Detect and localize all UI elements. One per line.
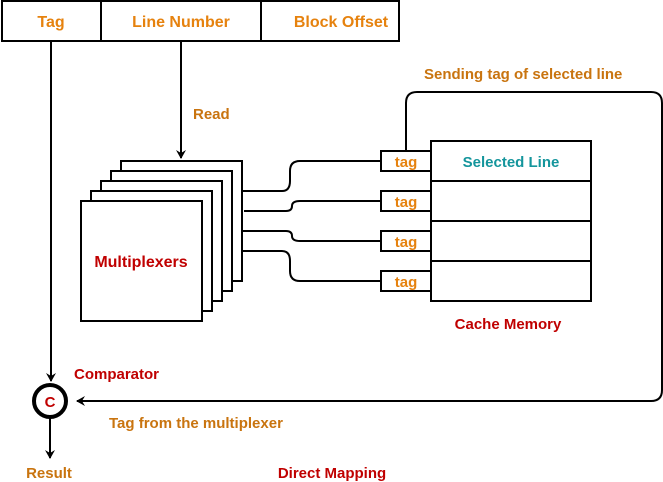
multiplexer-stack: Multiplexers bbox=[80, 160, 243, 322]
tag-label-4: tag bbox=[395, 274, 418, 291]
mux-to-tag-connectors bbox=[242, 160, 381, 282]
selected-tag-feedback-arrow bbox=[76, 91, 663, 406]
cache-line-3 bbox=[430, 220, 592, 262]
result-label: Result bbox=[26, 465, 72, 482]
address-block-offset-label: Block Offset bbox=[294, 14, 389, 31]
connector-4 bbox=[242, 250, 381, 282]
address-field-tag bbox=[1, 0, 102, 42]
tag-from-mux-label: Tag from the multiplexer bbox=[109, 415, 283, 432]
address-field-block-offset bbox=[260, 0, 400, 42]
tag-box-2 bbox=[380, 190, 432, 212]
sending-tag-label: Sending tag of selected line bbox=[424, 66, 622, 83]
multiplexers-label: Multiplexers bbox=[94, 254, 187, 271]
address-field-line-number bbox=[100, 0, 262, 42]
read-label: Read bbox=[193, 106, 230, 123]
tag-label-3: tag bbox=[395, 234, 418, 251]
selected-line-label: Selected Line bbox=[463, 154, 560, 171]
address-format: Tag Line Number Block Offset bbox=[1, 0, 400, 42]
connector-3 bbox=[242, 230, 381, 242]
cache-line-4 bbox=[430, 260, 592, 302]
cache-line-2 bbox=[430, 180, 592, 222]
tag-box-4 bbox=[380, 270, 432, 292]
address-tag-label: Tag bbox=[37, 14, 64, 31]
tag-label-1: tag bbox=[395, 154, 418, 171]
connector-1 bbox=[242, 160, 381, 192]
comparator-label: Comparator bbox=[74, 366, 159, 383]
diagram-title: Direct Mapping bbox=[278, 465, 386, 482]
tag-box-3 bbox=[380, 230, 432, 252]
comparator-circle bbox=[32, 383, 68, 419]
multiplexer-box bbox=[80, 200, 203, 322]
tag-label-2: tag bbox=[395, 194, 418, 211]
cache-memory-label: Cache Memory bbox=[455, 316, 562, 333]
cache-memory: Selected Line tag tag tag tag Cache Memo… bbox=[380, 140, 592, 333]
connector-2 bbox=[244, 200, 381, 212]
comparator-symbol: C bbox=[45, 394, 56, 411]
address-line-number-label: Line Number bbox=[132, 14, 230, 31]
